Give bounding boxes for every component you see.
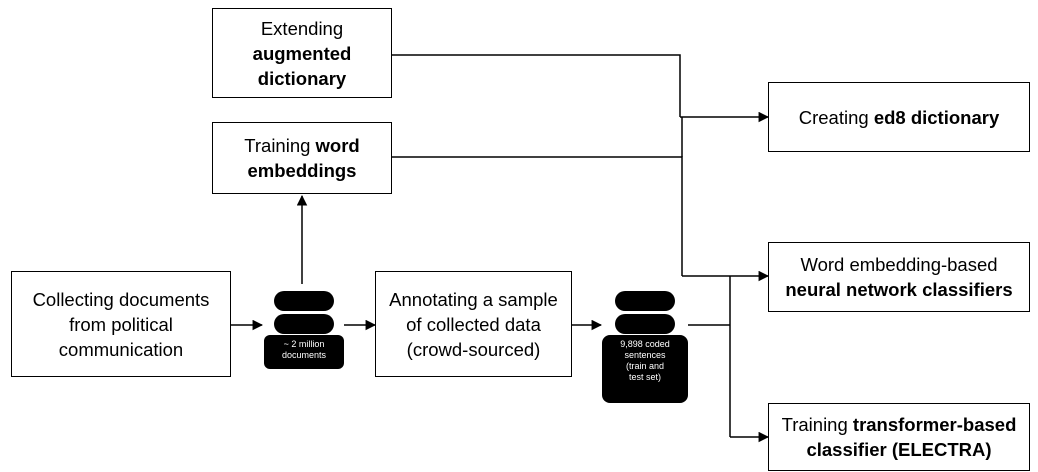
- arrow-extending-to-ed8: [391, 54, 681, 117]
- training-bold2: embeddings: [247, 160, 357, 181]
- annotating-sample-box: Annotating a sample of collected data (c…: [375, 271, 572, 377]
- annotating-line1: Annotating a sample: [389, 288, 558, 310]
- training-prefix: Training: [244, 135, 316, 156]
- neural-line2: neural network classifiers: [785, 279, 1013, 300]
- extending-dictionary-box: Extending augmented dictionary: [212, 8, 392, 98]
- neural-line1: Word embedding-based: [800, 254, 998, 275]
- training-word-embeddings-box: Training word embeddings: [212, 122, 392, 194]
- db1-line1: ~ 2 million: [283, 339, 325, 349]
- transformer-prefix: Training: [781, 414, 853, 435]
- creating-prefix: Creating: [798, 106, 874, 128]
- creating-ed8-dictionary-box: Creating ed8 dictionary: [768, 82, 1030, 152]
- collecting-line1: Collecting documents: [32, 288, 210, 310]
- database-icon: [264, 291, 344, 369]
- arrow-embeddings-to-classifiers: [391, 156, 683, 276]
- database-coded-sentences: 9,898 coded sentences (train and test se…: [602, 285, 688, 403]
- collecting-line2: from political: [69, 313, 173, 335]
- neural-network-classifiers-box: Word embedding-based neural network clas…: [768, 242, 1030, 312]
- collecting-line3: communication: [58, 338, 184, 360]
- annotating-line2: of collected data: [406, 313, 541, 335]
- collecting-documents-box: Collecting documents from political comm…: [11, 271, 231, 377]
- creating-bold: ed8 dictionary: [873, 106, 1000, 128]
- database-documents: ~ 2 million documents: [264, 285, 344, 369]
- extending-line2: augmented: [252, 42, 352, 64]
- transformer-bold2: classifier (ELECTRA): [806, 439, 992, 460]
- training-bold1: word: [315, 135, 360, 156]
- annotating-line3: (crowd-sourced): [406, 338, 541, 360]
- db2-line1: 9,898 coded: [620, 339, 670, 349]
- transformer-classifier-box: Training transformer-based classifier (E…: [768, 403, 1030, 471]
- db2-line4: test set): [628, 372, 661, 382]
- extending-line1: Extending: [260, 17, 344, 39]
- database-icon: [602, 291, 688, 403]
- extending-line3: dictionary: [257, 67, 347, 89]
- transformer-bold1: transformer-based: [852, 414, 1017, 435]
- db1-line2: documents: [281, 350, 327, 360]
- db2-line2: sentences: [624, 350, 666, 360]
- db2-line3: (train and: [625, 361, 665, 371]
